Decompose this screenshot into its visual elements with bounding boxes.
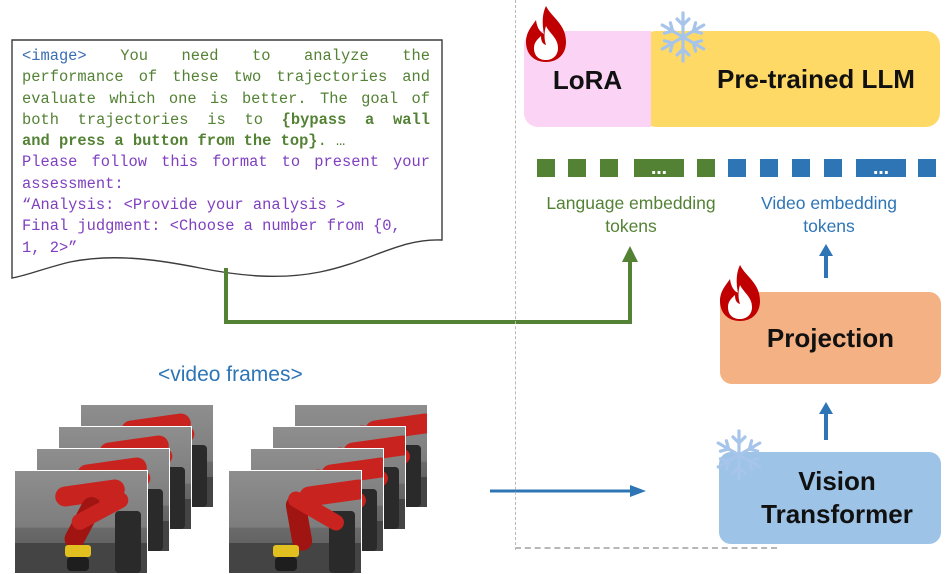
prompt-line: Final judgment: <Choose a number from {0… [22,216,430,237]
prompt-to-language-arrow [224,262,632,324]
prompt-line: “Analysis: <Provide your analysis > [22,195,430,216]
llm-label: Pre-trained LLM [717,63,915,94]
section-divider [515,0,516,550]
frame-detail [67,557,89,571]
token-row: …… [537,159,936,178]
video-token [792,159,810,177]
language-token [568,159,586,177]
token-ellipsis: … [651,159,667,178]
prompt-card-shape [11,39,443,279]
video-frame [228,470,362,574]
video-token [824,159,842,177]
prompt-line-segment: 1, 2>” [22,238,78,257]
prompt-line-segment: both trajectories is to [22,110,282,129]
language-tokens-label-line2: tokens [605,216,657,236]
video-token [918,159,936,177]
prompt-line-segment: {bypass a wall [281,110,430,129]
prompt-line: <image> You need to analyze the [22,46,430,67]
frame-detail [273,545,299,557]
prompt-line-segment: performance of these two trajectories an… [22,68,430,87]
language-token [600,159,618,177]
video-token [760,159,778,177]
snowflake-icon [716,429,762,481]
frame-detail [275,557,297,571]
language-token [697,159,715,177]
vision-transformer-box: Vision Transformer [719,452,941,544]
projection-label: Projection [766,322,895,353]
fire-icon [526,6,566,62]
prompt-line: assessment: [22,174,430,195]
frame-detail [115,511,141,573]
token-ellipsis: … [873,159,889,178]
language-token [537,159,555,177]
prompt-line-segment: . … [317,132,346,151]
video-tokens-label: Video embedding tokens [744,192,914,238]
snowflake-icon [660,11,706,63]
prompt-line: Please follow this format to present you… [22,152,430,173]
pretrained-llm-box: Pre-trained LLM [642,31,940,127]
lora-label: LoRA [552,64,623,95]
prompt-line: 1, 2>” [22,238,430,259]
prompt-line: both trajectories is to {bypass a wall [22,110,430,131]
prompt-document: …… [11,39,936,497]
language-tokens-label: Language embedding tokens [528,192,734,238]
prompt-line-segment: and press a button from the top} [22,132,318,151]
projection-arrowhead [819,244,833,256]
prompt-line: performance of these two trajectories an… [22,67,430,88]
prompt-line-segment: You need to analyze the [86,47,430,65]
prompt-line-segment: assessment: [22,174,124,193]
language-tokens-label-line1: Language embedding [546,193,716,213]
vision-label-line1: Vision [798,466,876,496]
prompt-line-segment: Final judgment: <Choose a number from {0… [22,217,401,236]
prompt-line-segment: <image> [22,47,87,65]
prompt-line: and press a button from the top}. … [22,131,430,152]
fire-icon [720,265,760,321]
section-divider-bottom [515,547,777,549]
vision-label-line2: Transformer [761,499,913,529]
frames-arrowhead [630,485,646,497]
video-token [728,159,746,177]
video-token [856,159,906,177]
video-frames-label: <video frames> [158,363,303,386]
prompt-arrowhead [622,246,638,262]
video-tokens-label-line1: Video embedding [761,193,897,213]
vit-arrowhead [819,402,833,414]
prompt-line-segment: Please follow this format to present you… [22,153,430,172]
prompt-line: evaluate which one is better. The goal o… [22,89,430,110]
prompt-line-segment: evaluate which one is better. The goal o… [22,89,430,108]
video-tokens-label-line2: tokens [803,216,855,236]
prompt-line-segment: “Analysis: <Provide your analysis > [22,196,346,215]
video-frame [14,470,148,574]
frame-detail [65,545,91,557]
language-token [634,159,684,177]
